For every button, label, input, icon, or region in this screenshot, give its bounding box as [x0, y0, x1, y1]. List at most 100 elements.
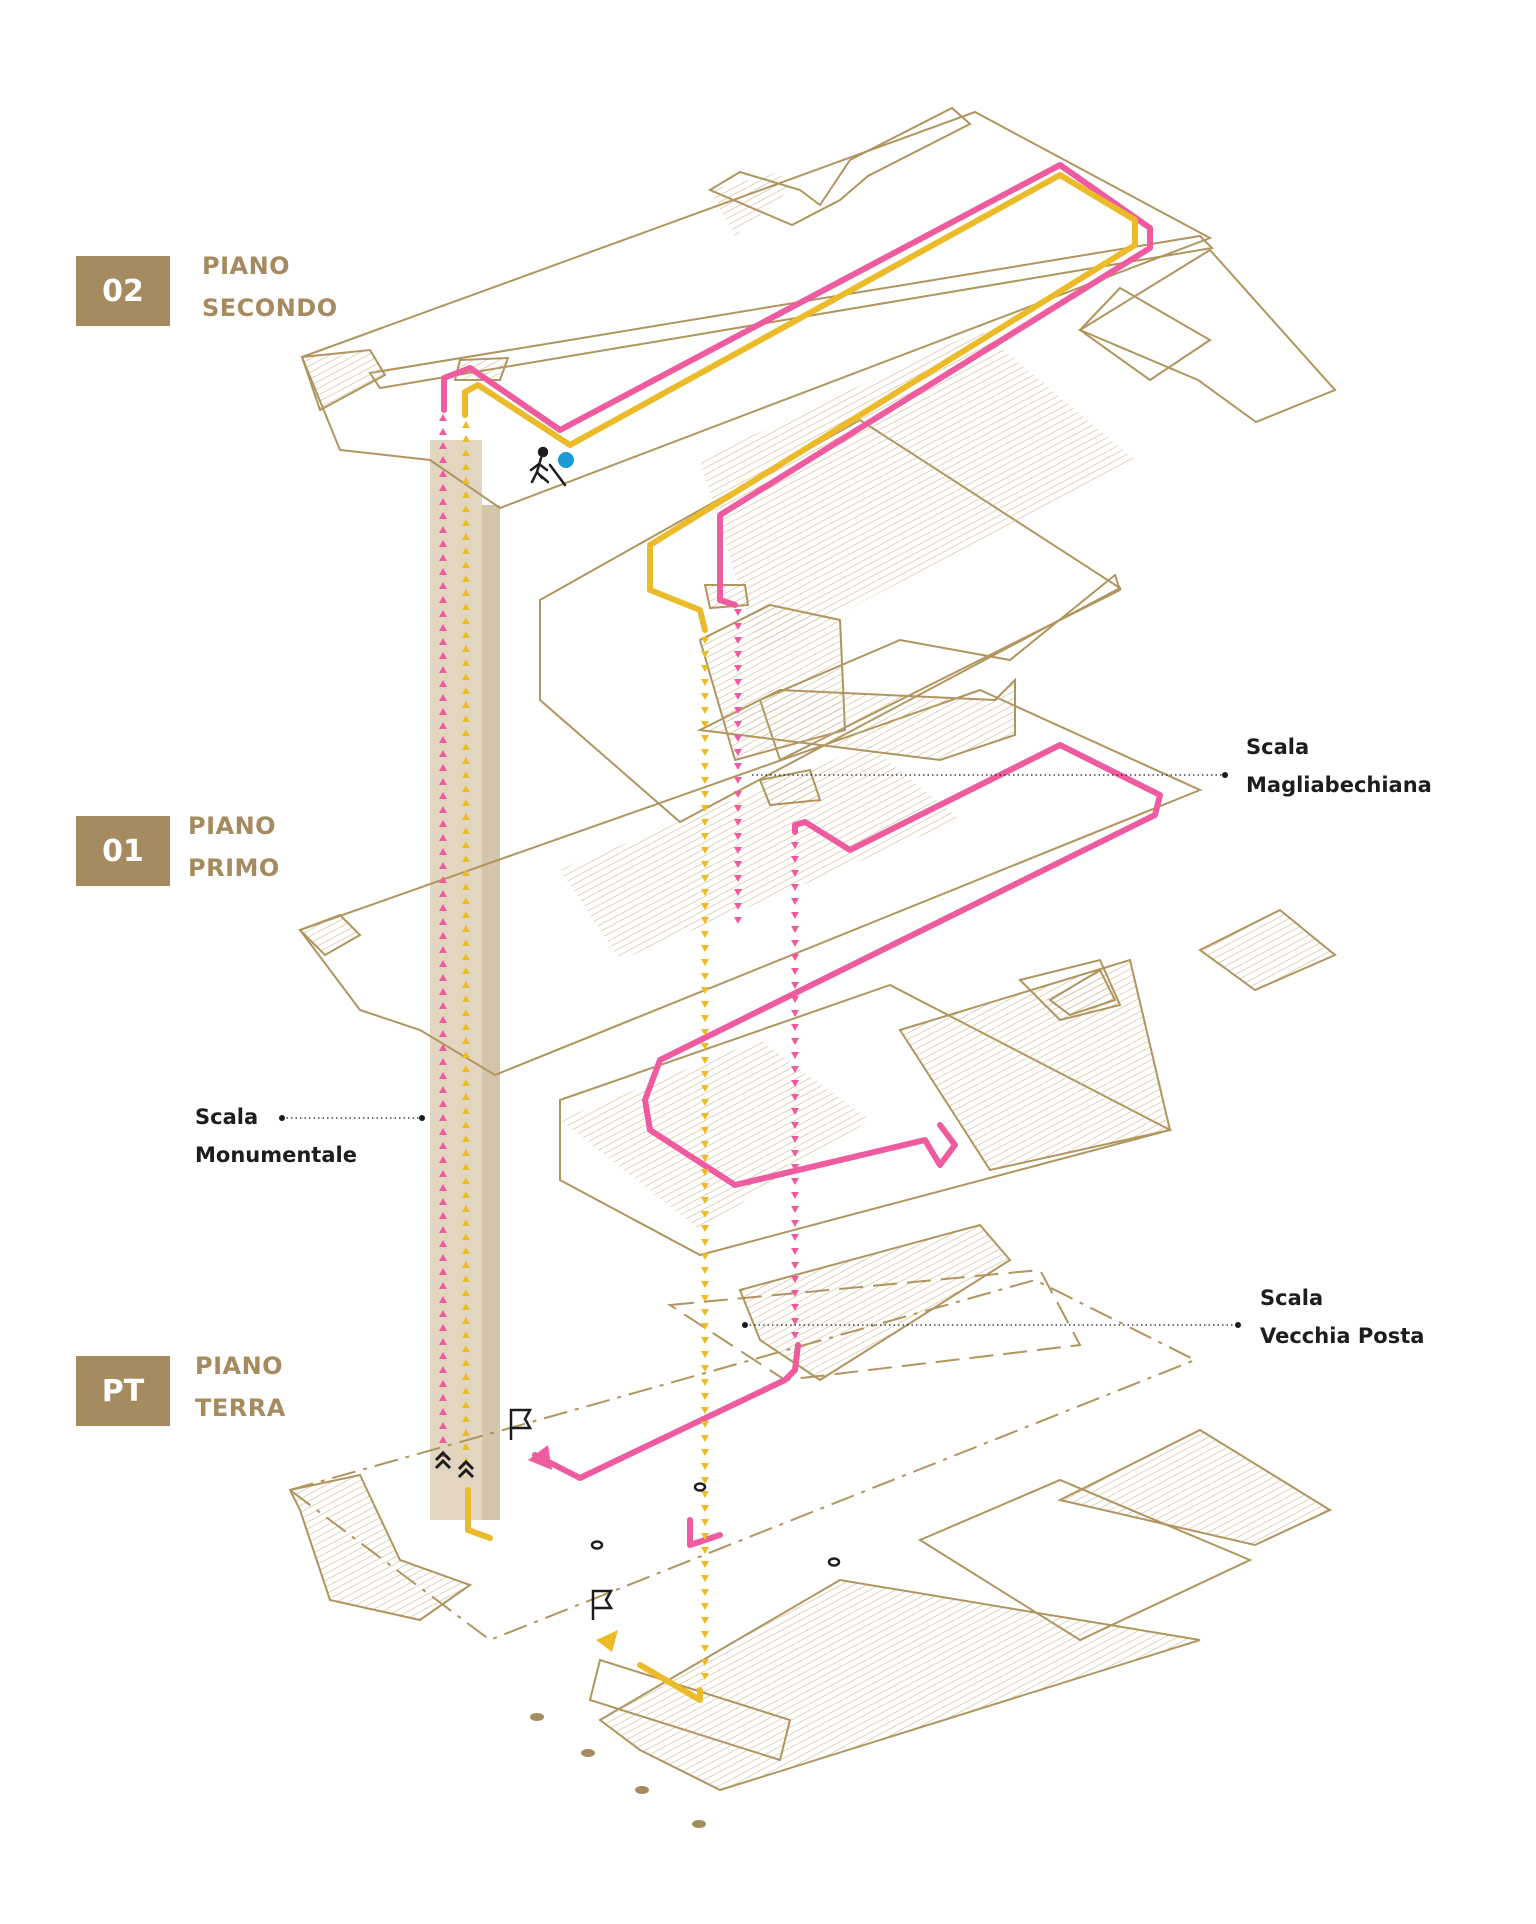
- route-dot: [701, 1043, 709, 1050]
- route-dot: [734, 777, 742, 784]
- route-dot: [439, 498, 447, 505]
- route-dot: [701, 707, 709, 714]
- route-dot: [701, 805, 709, 812]
- route-dot: [439, 1422, 447, 1429]
- route-dot: [791, 1262, 799, 1269]
- route-dot: [439, 806, 447, 813]
- route-dot: [462, 981, 470, 988]
- route-dot: [439, 890, 447, 897]
- route-dot: [701, 721, 709, 728]
- route-dot: [462, 449, 470, 456]
- route-dot: [462, 869, 470, 876]
- route-dot: [439, 1170, 447, 1177]
- route-dot: [439, 764, 447, 771]
- route-dot: [734, 693, 742, 700]
- floor-code: 02: [102, 273, 144, 309]
- route-dot: [701, 1491, 709, 1498]
- route-dot: [462, 491, 470, 498]
- route-dot: [791, 898, 799, 905]
- ground-markers: [530, 1713, 706, 1828]
- route-dot: [701, 1603, 709, 1610]
- route-dot: [701, 693, 709, 700]
- route-dot: [701, 1505, 709, 1512]
- route-dot: [439, 1324, 447, 1331]
- route-dot: [791, 1192, 799, 1199]
- route-dot: [462, 1205, 470, 1212]
- route-dot: [734, 791, 742, 798]
- route-dot: [439, 428, 447, 435]
- route-dot: [462, 659, 470, 666]
- route-dot: [701, 679, 709, 686]
- route-dot: [462, 645, 470, 652]
- route-dot: [791, 1080, 799, 1087]
- route-dot: [734, 735, 742, 742]
- route-dot: [701, 1253, 709, 1260]
- route-dot: [439, 1184, 447, 1191]
- floor-code: 01: [102, 833, 144, 869]
- route-dot: [791, 1052, 799, 1059]
- route-dot: [439, 470, 447, 477]
- route-dot: [462, 995, 470, 1002]
- stair-label-monumentale: Scala Monumentale: [195, 1098, 357, 1174]
- vertical-dotted-routes: [439, 414, 799, 1680]
- route-dot: [439, 638, 447, 645]
- floor-plan-first: [298, 677, 1337, 1257]
- route-dot: [791, 982, 799, 989]
- route-dot: [791, 1136, 799, 1143]
- route-dot: [701, 1057, 709, 1064]
- route-dot: [439, 904, 447, 911]
- route-dot: [791, 1024, 799, 1031]
- floor-name-line1: PIANO: [195, 1352, 284, 1380]
- route-dot: [439, 1296, 447, 1303]
- route-dot: [791, 954, 799, 961]
- route-dot: [701, 1071, 709, 1078]
- floor-badge-first: 01: [76, 816, 170, 886]
- route-dot: [791, 1122, 799, 1129]
- route-dot: [439, 582, 447, 589]
- route-dot: [439, 624, 447, 631]
- route-dot: [701, 973, 709, 980]
- up-chevrons-icon: [457, 1459, 475, 1479]
- route-dot: [701, 1211, 709, 1218]
- route-dot: [439, 1058, 447, 1065]
- route-dot: [439, 1338, 447, 1345]
- route-dot: [734, 833, 742, 840]
- route-dot: [701, 1267, 709, 1274]
- route-dot: [462, 1261, 470, 1268]
- route-dot: [791, 1164, 799, 1171]
- route-dot: [462, 1401, 470, 1408]
- route-dot: [701, 1183, 709, 1190]
- route-dot: [734, 679, 742, 686]
- route-dot: [734, 903, 742, 910]
- route-dot: [462, 421, 470, 428]
- route-dot: [439, 456, 447, 463]
- route-arrows: [528, 1445, 618, 1652]
- route-dot: [439, 876, 447, 883]
- route-dot: [439, 862, 447, 869]
- route-dot: [439, 960, 447, 967]
- route-dot: [462, 477, 470, 484]
- route-dot: [462, 757, 470, 764]
- route-dot: [439, 1156, 447, 1163]
- route-dot: [701, 1561, 709, 1568]
- route-dot: [791, 1220, 799, 1227]
- route-dot: [439, 1408, 447, 1415]
- route-dot: [462, 1163, 470, 1170]
- route-dot: [439, 1114, 447, 1121]
- route-dot: [462, 1247, 470, 1254]
- stair-label-line2: Magliabechiana: [1246, 773, 1432, 797]
- route-dot: [701, 1141, 709, 1148]
- route-dot: [701, 749, 709, 756]
- route-dot: [734, 861, 742, 868]
- route-dot: [791, 1318, 799, 1325]
- route-dot: [439, 848, 447, 855]
- leader-endpoints: [279, 772, 1241, 1328]
- route-dot: [791, 1276, 799, 1283]
- route-dot: [791, 968, 799, 975]
- route-dot: [701, 945, 709, 952]
- route-dot: [701, 917, 709, 924]
- route-dot: [701, 1407, 709, 1414]
- route-dot: [439, 750, 447, 757]
